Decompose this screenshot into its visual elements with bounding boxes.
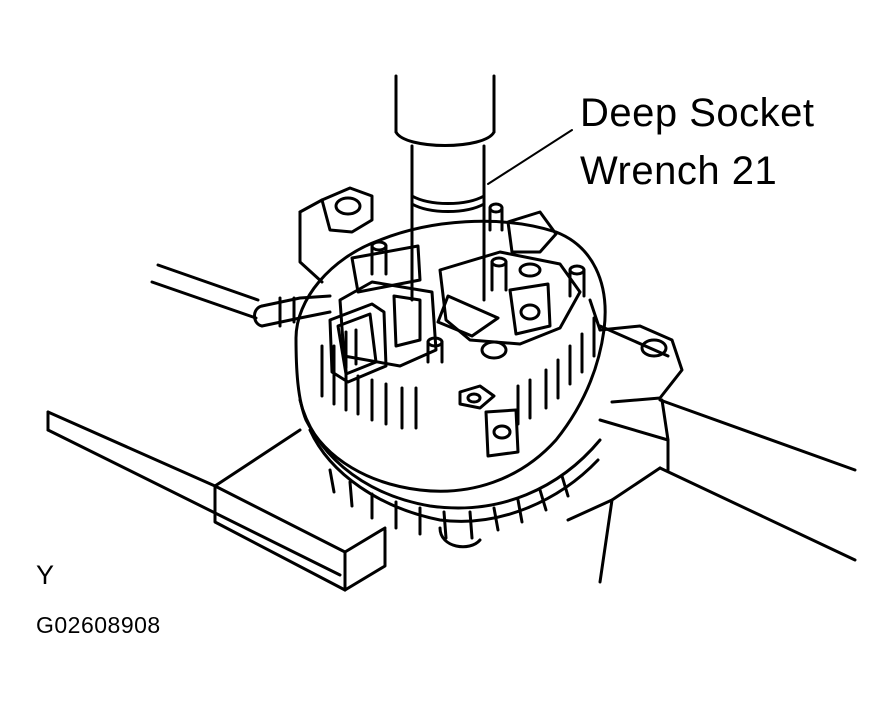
callout-line-1: Deep Socket (580, 91, 815, 135)
view-label: Y (36, 560, 55, 590)
callout-line-2: Wrench 21 (580, 149, 778, 193)
deep-socket-wrench (394, 74, 573, 302)
figure-code: G02608908 (36, 612, 161, 638)
bench-vise (46, 263, 857, 592)
socket-wrench-callout: Deep Socket Wrench 21 (580, 84, 815, 200)
alternator (253, 186, 684, 549)
